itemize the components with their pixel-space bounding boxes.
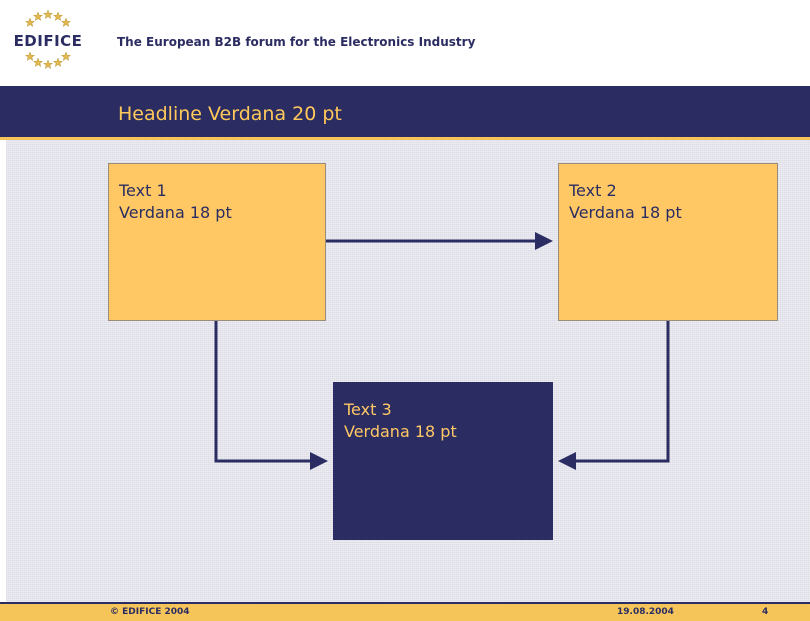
box-subtitle: Verdana 18 pt bbox=[119, 203, 232, 222]
edifice-logo: EDIFICE bbox=[14, 9, 83, 69]
diagram-box-text1: Text 1 Verdana 18 pt bbox=[108, 163, 326, 321]
footer-date: 19.08.2004 bbox=[617, 607, 674, 617]
header: EDIFICE The European B2B forum for the E… bbox=[0, 0, 810, 86]
footer: © EDIFICE 2004 19.08.2004 4 bbox=[0, 602, 810, 621]
logo-text: EDIFICE bbox=[14, 32, 83, 50]
tagline: The European B2B forum for the Electroni… bbox=[117, 35, 476, 49]
box-subtitle: Verdana 18 pt bbox=[344, 422, 457, 441]
diagram-box-text3: Text 3 Verdana 18 pt bbox=[333, 382, 553, 540]
box-title: Text 3 bbox=[344, 400, 392, 419]
copyright-text: © EDIFICE 2004 bbox=[110, 607, 190, 617]
headline: Headline Verdana 20 pt bbox=[118, 103, 342, 125]
box-subtitle: Verdana 18 pt bbox=[569, 203, 682, 222]
diagram-box-text2: Text 2 Verdana 18 pt bbox=[558, 163, 778, 321]
page-number: 4 bbox=[762, 607, 769, 617]
title-bar: Headline Verdana 20 pt bbox=[0, 86, 810, 140]
box-title: Text 1 bbox=[119, 181, 167, 200]
left-margin bbox=[0, 140, 6, 602]
box-title: Text 2 bbox=[569, 181, 617, 200]
